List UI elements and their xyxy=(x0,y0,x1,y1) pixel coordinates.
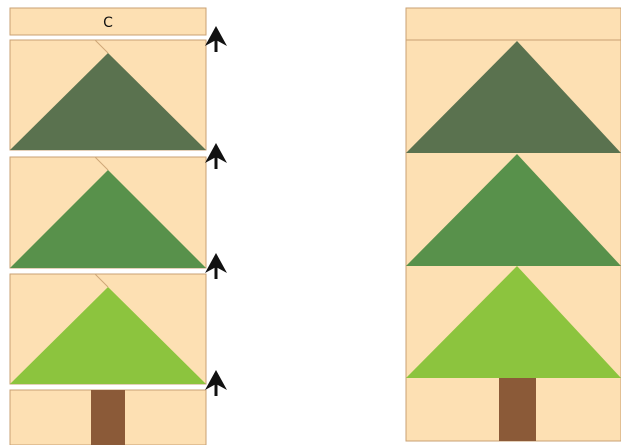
pressing-arrows xyxy=(205,26,227,396)
pressing-arrow-2 xyxy=(205,143,227,169)
pressing-arrow-4 xyxy=(205,370,227,396)
pressing-arrow-1 xyxy=(205,26,227,52)
strip-tier-mid xyxy=(10,157,206,268)
strip-tier-dark xyxy=(10,40,206,150)
strip-tier-light xyxy=(10,274,206,384)
pressing-arrow-3 xyxy=(205,253,227,279)
assembled-tree-block xyxy=(406,8,621,441)
step-label: C xyxy=(103,15,113,31)
label-strip: C xyxy=(10,8,206,35)
left-strips: C xyxy=(10,8,206,445)
strip-trunk-bar xyxy=(91,390,125,445)
assembled-trunk xyxy=(499,378,536,441)
strip-trunk xyxy=(10,390,206,445)
